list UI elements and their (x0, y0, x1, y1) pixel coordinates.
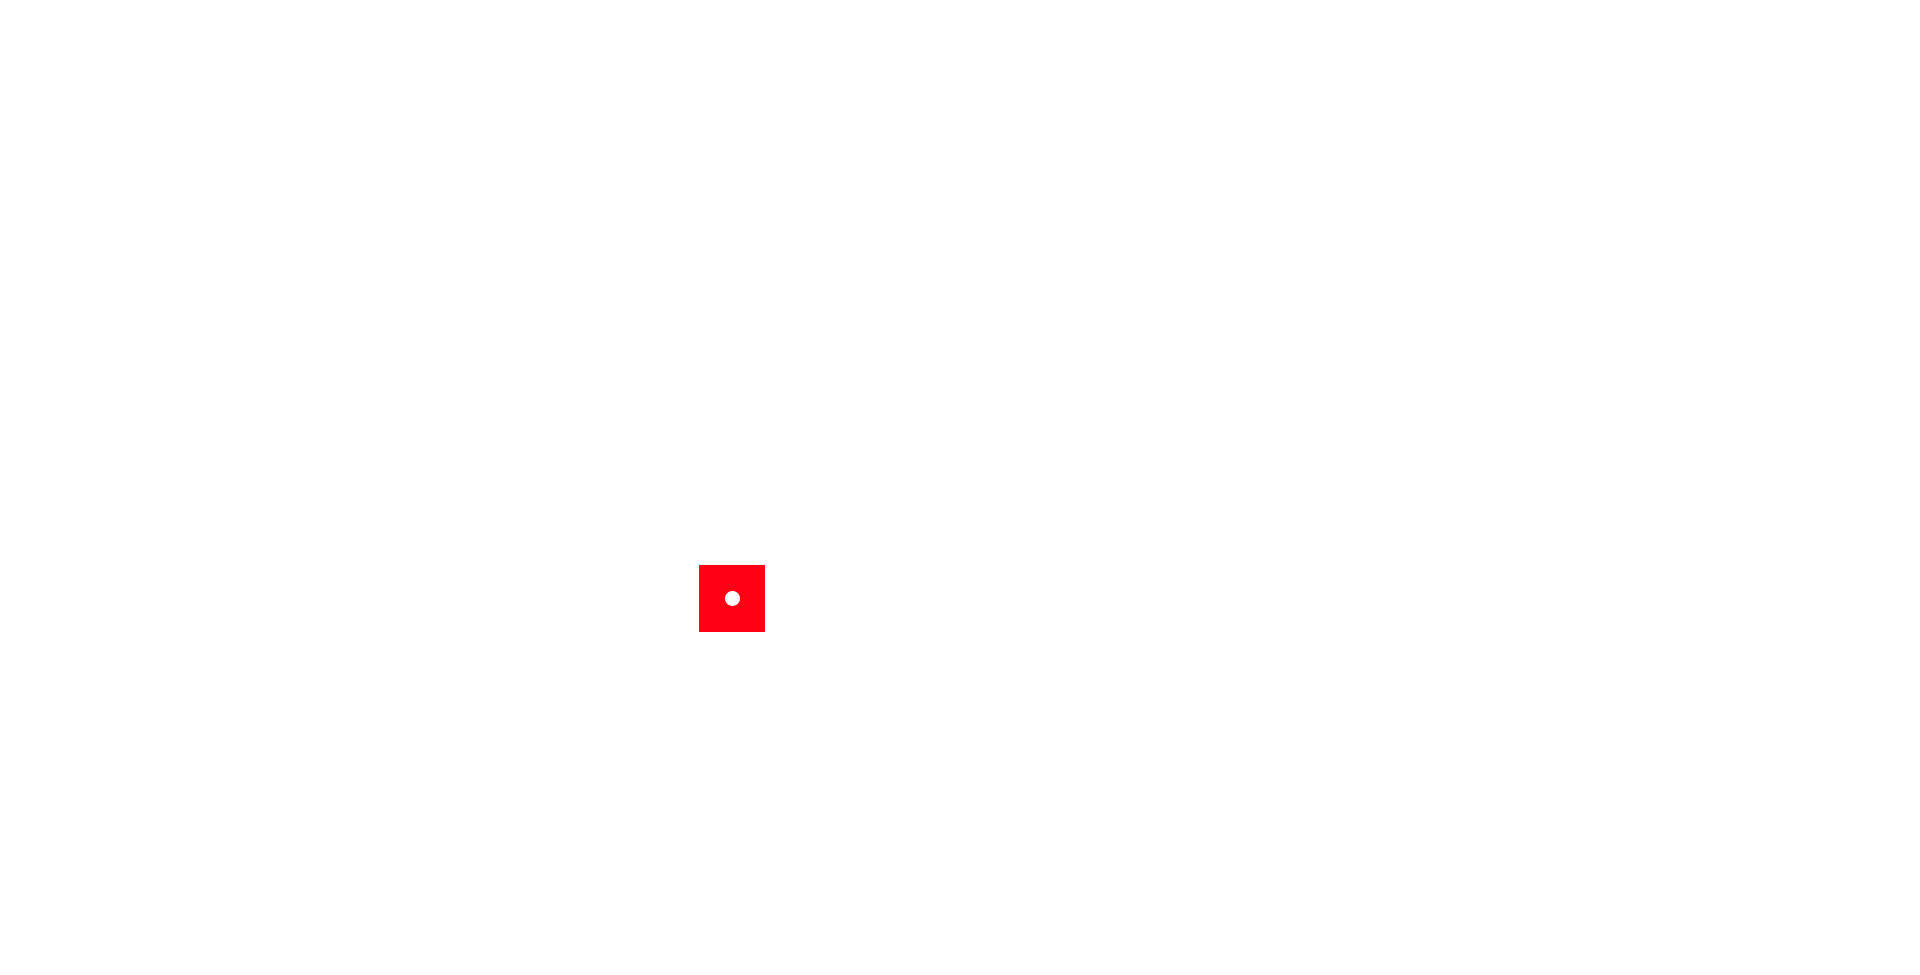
red-target-square[interactable] (699, 565, 765, 632)
target-center-dot-icon (724, 591, 740, 606)
